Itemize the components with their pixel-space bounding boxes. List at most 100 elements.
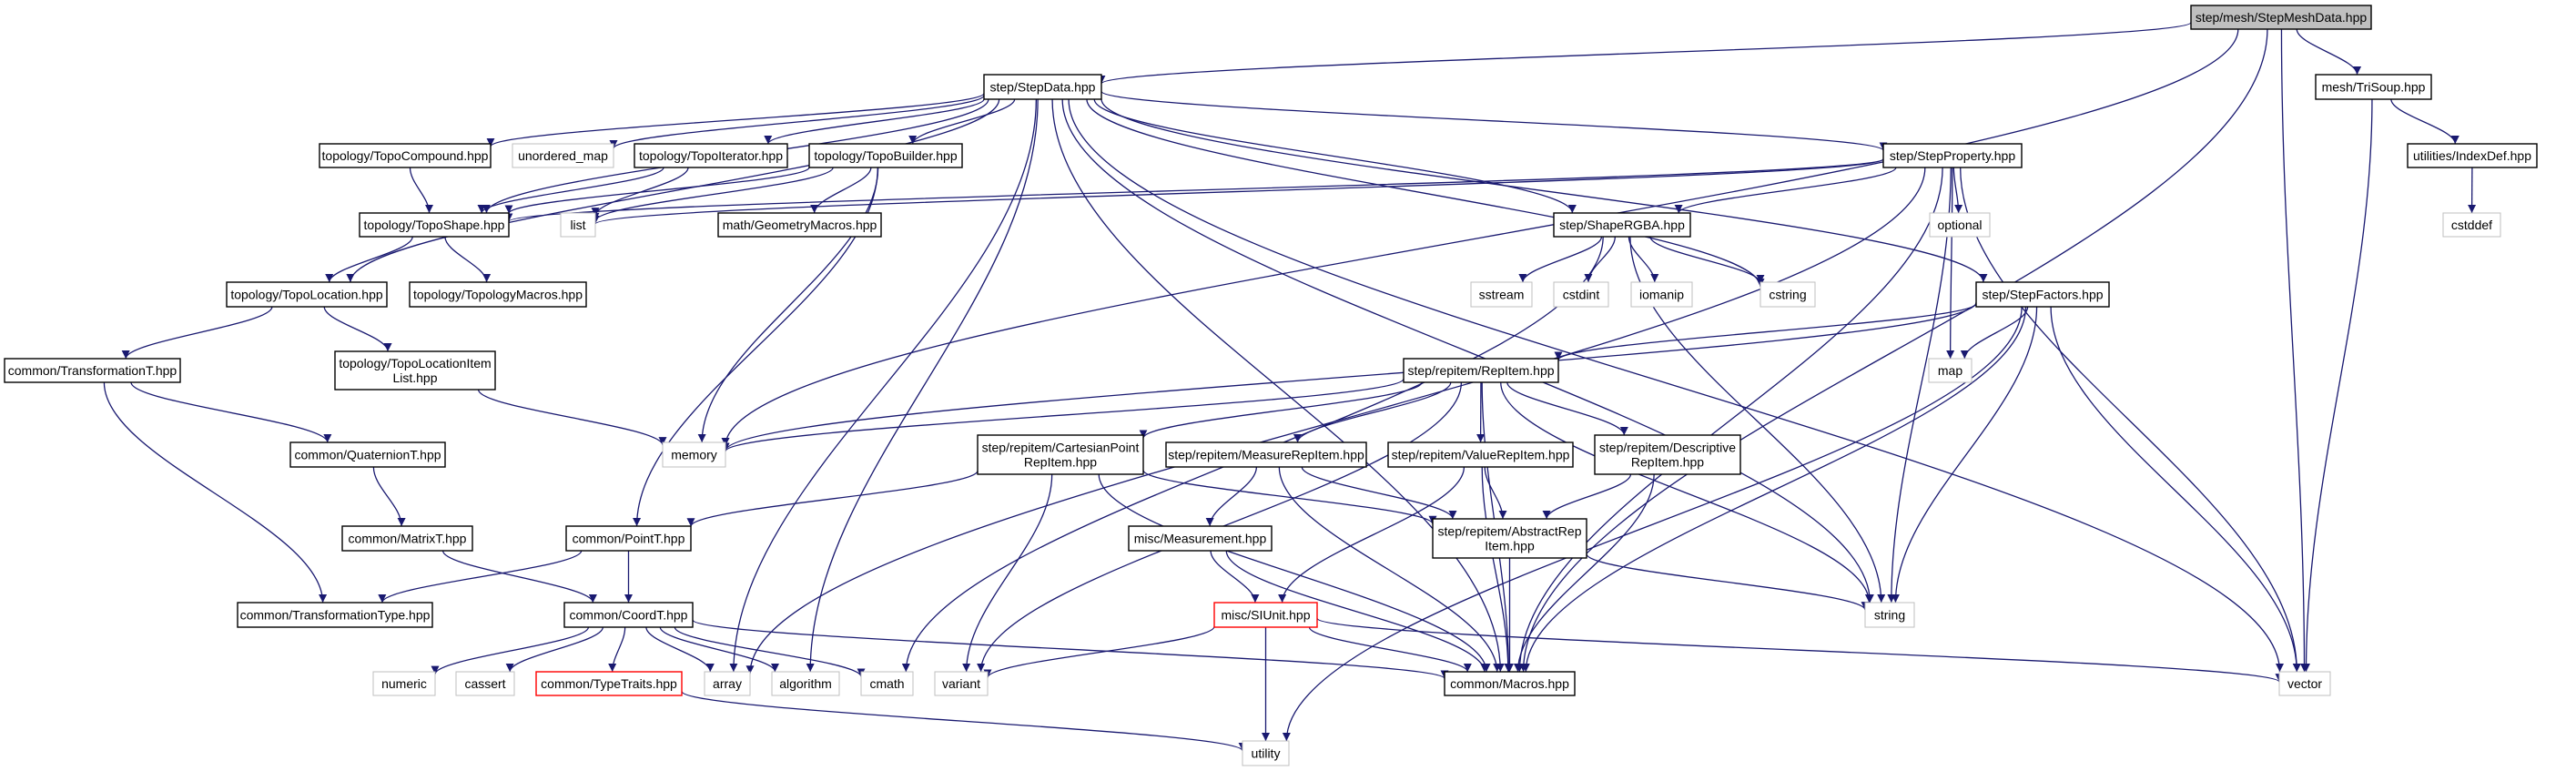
node-box [334, 350, 496, 391]
node-label: step/repitem/RepItem.hpp [1407, 363, 1554, 378]
edge-root-to-trisoup [2296, 28, 2362, 76]
node-pointt[interactable]: common/PointT.hpp [565, 525, 692, 552]
edge-repitem-to-measurerep [1293, 381, 1452, 443]
node-topolocation[interactable]: topology/TopoLocation.hpp [226, 281, 388, 308]
node-box [1929, 212, 1991, 238]
edge-topolocation-to-topolocitemlist [323, 306, 392, 352]
node-array: array [704, 671, 751, 696]
node-box [1928, 358, 1973, 383]
node-box [1403, 358, 1559, 383]
node-label: step/StepData.hpp [990, 80, 1096, 95]
node-topocompound[interactable]: topology/TopoCompound.hpp [319, 143, 492, 168]
edge-stepdata-to-macros [1051, 98, 1505, 673]
edge-coordt-to-cmath [674, 626, 866, 677]
edge-stepdata-to-shapergba [1093, 98, 1577, 214]
node-cstring: cstring [1760, 281, 1816, 308]
edge-measurerep-to-measurement [1205, 466, 1258, 527]
edge-typetraits-to-utility [681, 690, 1247, 752]
node-stepdata[interactable]: step/StepData.hpp [983, 74, 1102, 100]
node-topoiterator[interactable]: topology/TopoIterator.hpp [634, 143, 788, 168]
edge-stepfactors-to-vector [2050, 306, 2301, 673]
node-box [1864, 602, 1915, 628]
node-label: common/TransformationType.hpp [240, 608, 431, 623]
node-transformationtype[interactable]: common/TransformationType.hpp [237, 602, 433, 628]
edge-stepdata-to-vector [1068, 98, 2284, 673]
node-topologymacros[interactable]: topology/TopologyMacros.hpp [409, 281, 587, 308]
node-label: topology/TopologyMacros.hpp [413, 288, 583, 302]
edge-topolocation-to-transformationt [121, 306, 273, 360]
edge-abstractrep-to-string [1586, 553, 1870, 611]
edge-stepproperty-to-macros [1515, 167, 1943, 673]
node-box [1165, 441, 1367, 468]
node-label: Item.hpp [1485, 539, 1535, 553]
edge-stepproperty-to-vector [1960, 167, 2301, 673]
edge-repitem-to-string [1500, 381, 1873, 604]
edge-stepdata-to-topoiterator [764, 98, 985, 145]
node-measurerep[interactable]: step/repitem/MeasureRepItem.hpp [1165, 441, 1367, 468]
edge-root-to-memory [721, 28, 2239, 446]
edge-measurement-to-siunit [1210, 550, 1260, 604]
node-box [226, 281, 388, 308]
edge-stepproperty-to-list [592, 158, 1884, 225]
node-box [1470, 281, 1533, 308]
node-indexdef[interactable]: utilities/IndexDef.hpp [2407, 143, 2538, 168]
node-label: step/StepFactors.hpp [1982, 288, 2103, 302]
node-label: optional [1937, 218, 1982, 232]
edge-coordt-to-macros [692, 619, 1449, 680]
node-stepproperty[interactable]: step/StepProperty.hpp [1882, 143, 2023, 168]
node-box [535, 671, 683, 696]
node-label: misc/SIUnit.hpp [1221, 608, 1310, 623]
node-toposhape[interactable]: topology/TopoShape.hpp [359, 212, 510, 238]
node-root[interactable]: step/mesh/StepMeshData.hpp [2190, 5, 2372, 30]
edge-measurement-to-macros [1225, 550, 1489, 673]
node-box [1760, 281, 1816, 308]
node-label: array [713, 676, 742, 691]
node-trisoup[interactable]: mesh/TriSoup.hpp [2315, 74, 2432, 100]
node-repitem[interactable]: step/repitem/RepItem.hpp [1403, 358, 1559, 383]
node-box [1630, 281, 1693, 308]
edge-stepfactors-to-repitem [1554, 302, 1977, 361]
edge-cartesian-to-pointt [686, 470, 979, 527]
edge-stepproperty-to-map [1946, 167, 1955, 360]
edge-siunit-to-variant [983, 625, 1215, 678]
node-topobuilder[interactable]: topology/TopoBuilder.hpp [808, 143, 963, 168]
node-label: common/CoordT.hpp [570, 608, 688, 623]
node-label: topology/TopoCompound.hpp [322, 148, 489, 163]
node-macros[interactable]: common/Macros.hpp [1444, 671, 1576, 696]
node-label: list [570, 218, 585, 232]
node-measurement[interactable]: misc/Measurement.hpp [1128, 525, 1273, 552]
node-transformationt[interactable]: common/TransformationT.hpp [4, 358, 181, 383]
node-coordt[interactable]: common/CoordT.hpp [563, 602, 694, 628]
node-shapergba[interactable]: step/ShapeRGBA.hpp [1553, 212, 1691, 238]
edge-topobuilder-to-geommacros [810, 167, 872, 214]
node-matrixt[interactable]: common/MatrixT.hpp [341, 525, 473, 552]
node-label: cstddef [2451, 218, 2492, 232]
edge-transformationt-to-quaterniont [130, 381, 332, 443]
node-stepfactors[interactable]: step/StepFactors.hpp [1975, 281, 2110, 308]
edge-stepproperty-to-toposhape [505, 157, 1884, 222]
node-valuerep[interactable]: step/repitem/ValueRepItem.hpp [1387, 441, 1574, 468]
node-geommacros[interactable]: math/GeometryMacros.hpp [717, 212, 882, 238]
node-quaterniont[interactable]: common/QuaternionT.hpp [289, 441, 446, 468]
node-vector: vector [2278, 671, 2331, 696]
edge-trisoup-to-indexdef [2390, 98, 2459, 145]
edge-topoiterator-to-toposhape [477, 167, 664, 214]
edge-siunit-to-vector [1316, 617, 2284, 683]
node-box [704, 671, 751, 696]
node-box [4, 358, 181, 383]
node-label: unordered_map [518, 148, 608, 163]
edge-pointt-to-transformationtype [378, 550, 583, 604]
node-box [359, 212, 510, 238]
node-label: utility [1252, 746, 1281, 761]
node-box [1975, 281, 2110, 308]
node-label: topology/TopoShape.hpp [364, 218, 505, 232]
node-label: variant [942, 676, 980, 691]
node-label: RepItem.hpp [1024, 455, 1097, 470]
edge-repitem-to-descriptive [1506, 381, 1628, 436]
node-box [512, 143, 614, 168]
edge-topobuilder-to-list [591, 167, 834, 222]
